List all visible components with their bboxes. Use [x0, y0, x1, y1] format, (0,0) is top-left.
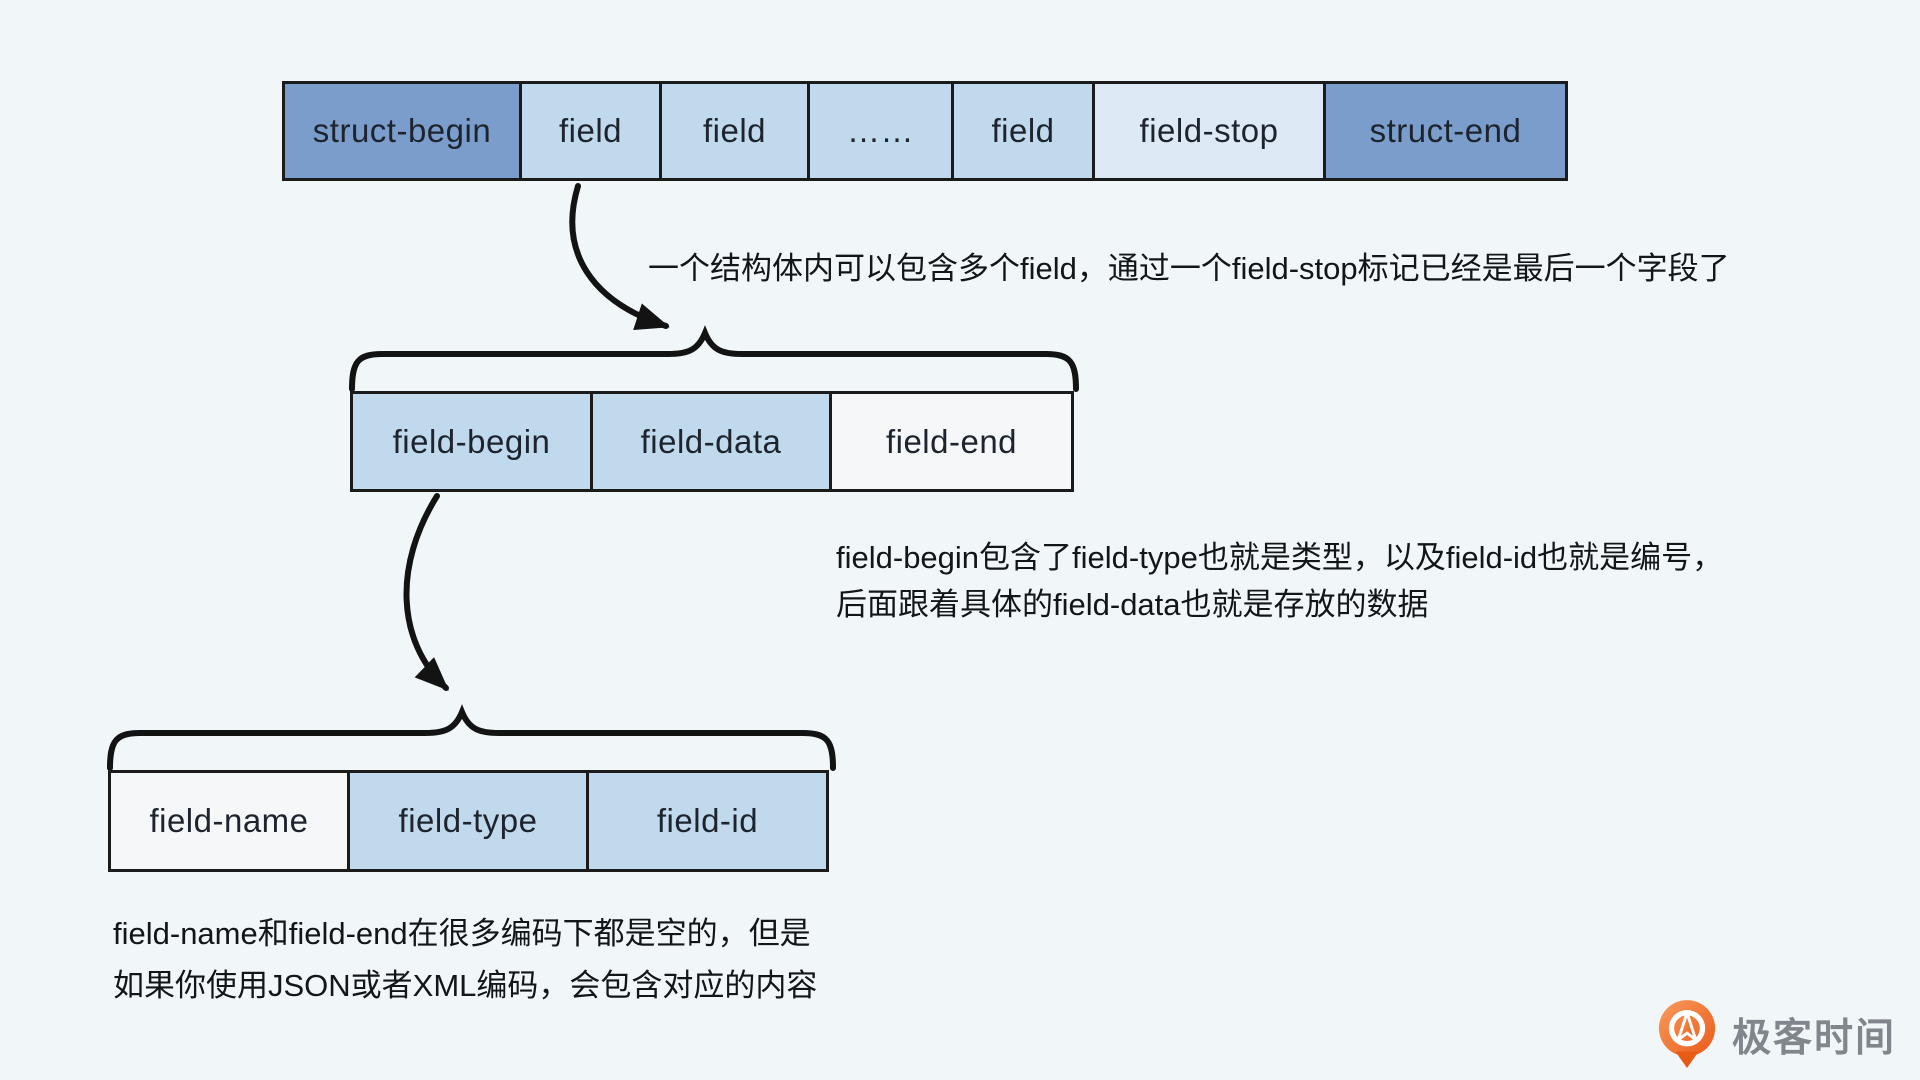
struct-encoding-row: struct-begin field field …… field field-… [282, 81, 1568, 181]
brace-fieldbegin-encoding [107, 704, 836, 771]
cell-field-begin: field-begin [350, 391, 593, 492]
cell-field-name: field-name [108, 770, 350, 872]
cell-field-type: field-type [347, 770, 589, 872]
geektime-logo-icon [1658, 1000, 1716, 1068]
arrow-fieldbegin-to-fieldbegin-encoding [403, 493, 449, 691]
cell-field-data: field-data [590, 391, 832, 492]
note-field-begin-detail-line1: field-begin包含了field-type也就是类型，以及field-id… [836, 540, 1724, 575]
field-encoding-row: field-begin field-data field-end [350, 391, 1074, 492]
cell-ellipsis: …… [807, 81, 954, 181]
note-empty-encodings-line1: field-name和field-end在很多编码下都是空的，但是 [113, 916, 811, 951]
cell-field-2: field [659, 81, 810, 181]
cell-field-3: field [951, 81, 1095, 181]
cell-struct-begin: struct-begin [282, 81, 522, 181]
note-empty-encodings-line2: 如果你使用JSON或者XML编码，会包含对应的内容 [113, 968, 818, 1003]
brace-field-encoding [349, 325, 1079, 392]
note-struct-fields: 一个结构体内可以包含多个field，通过一个field-stop标记已经是最后一… [648, 243, 1730, 288]
cell-struct-end: struct-end [1323, 81, 1568, 181]
cell-field-end: field-end [829, 391, 1074, 492]
cell-field-1: field [519, 81, 662, 181]
note-field-begin-detail-line2: 后面跟着具体的field-data也就是存放的数据 [836, 587, 1429, 622]
geektime-logo-text: 极客时间 [1732, 1017, 1897, 1060]
note-empty-encodings: field-name和field-end在很多编码下都是空的，但是 如果你使用J… [113, 908, 817, 1012]
geektime-logo: 极客时间 [1656, 1000, 1896, 1070]
field-begin-encoding-row: field-name field-type field-id [108, 770, 829, 872]
cell-field-stop: field-stop [1092, 81, 1326, 181]
note-field-begin-detail: field-begin包含了field-type也就是类型，以及field-id… [836, 534, 1723, 628]
note-struct-fields-text: 一个结构体内可以包含多个field，通过一个field-stop标记已经是最后一… [648, 251, 1730, 286]
cell-field-id: field-id [586, 770, 829, 872]
